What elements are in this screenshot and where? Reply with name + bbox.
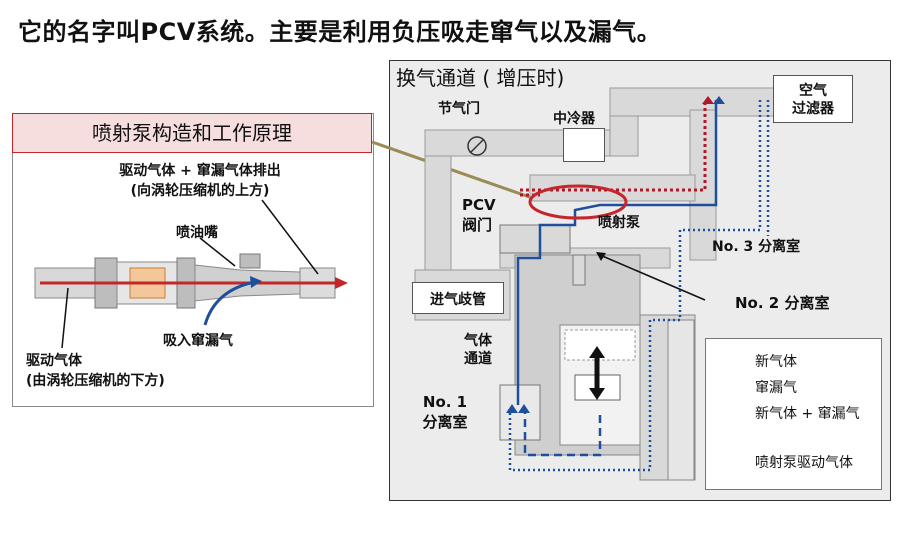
- drive-gas-leader: [61, 287, 69, 349]
- exhaust-sublabel: (向涡轮压缩机的上方): [130, 183, 270, 199]
- legend: [705, 338, 882, 490]
- gas-passage-sublabel: 通道: [464, 351, 492, 367]
- manifold-label: 进气歧管: [430, 292, 486, 308]
- legend-blowby-label: 窜漏气: [755, 380, 797, 396]
- nozzle-leader: [199, 237, 236, 267]
- circuit-title: 换气通道 ( 增压时): [396, 66, 565, 90]
- headline: 它的名字叫PCV系统。主要是利用负压吸走窜气以及漏气。: [18, 18, 662, 46]
- manifold-box: [412, 282, 504, 314]
- sep2-body: [572, 254, 586, 286]
- throttle-icon: [467, 136, 487, 156]
- suction-arrowhead: [250, 276, 262, 288]
- drive-gas-arrowhead: [335, 277, 348, 289]
- sep1-sublabel: 分离室: [422, 413, 468, 431]
- fresh-air-path: [508, 100, 770, 472]
- legend-fresh-label: 新气体: [755, 354, 797, 370]
- air-filter-label: 空气: [799, 83, 827, 99]
- blowby-path: [523, 412, 602, 457]
- engine-block: [514, 254, 696, 481]
- exhaust-label: 驱动气体 + 窜漏气体排出: [119, 163, 281, 179]
- nozzle-label: 喷油嘴: [176, 225, 218, 241]
- drive-gas-sublabel: (由涡轮压缩机的下方): [26, 373, 165, 389]
- fresh-plus-blowby-path: [516, 100, 718, 405]
- sep2-label: No. 2 分离室: [735, 294, 830, 312]
- air-filter-box: [773, 75, 853, 123]
- legend-drive-label: 喷射泵驱动气体: [755, 455, 853, 471]
- pcv-label: PCV: [462, 196, 496, 214]
- exhaust-leader: [261, 199, 319, 275]
- gas-passage-label: 气体: [464, 333, 492, 349]
- sep3-label: No. 3 分离室: [712, 239, 801, 255]
- air-filter-sublabel: 过滤器: [792, 101, 834, 117]
- sep1-label: No. 1: [422, 393, 468, 411]
- ejector-highlight: [528, 184, 628, 220]
- drive-gas-path: [520, 100, 707, 197]
- suction-arrow: [203, 280, 256, 326]
- drive-gas-label: 驱动气体: [26, 353, 82, 369]
- throttle-label: 节气门: [438, 101, 480, 117]
- ejector-body: [34, 253, 336, 309]
- pcv-valve: [499, 224, 571, 254]
- sep2-leader: [599, 254, 706, 301]
- intercooler-box: [563, 128, 605, 162]
- ejector-label: 喷射泵: [598, 215, 640, 231]
- suction-label: 吸入窜漏气: [163, 333, 233, 349]
- intercooler-label: 中冷器: [553, 111, 595, 127]
- ejector-panel-title: 喷射泵构造和工作原理: [12, 113, 372, 153]
- callout-leader: [371, 140, 539, 202]
- pcv-sublabel: 阀门: [462, 216, 493, 234]
- legend-mixed-label: 新气体 + 窜漏气: [755, 406, 860, 422]
